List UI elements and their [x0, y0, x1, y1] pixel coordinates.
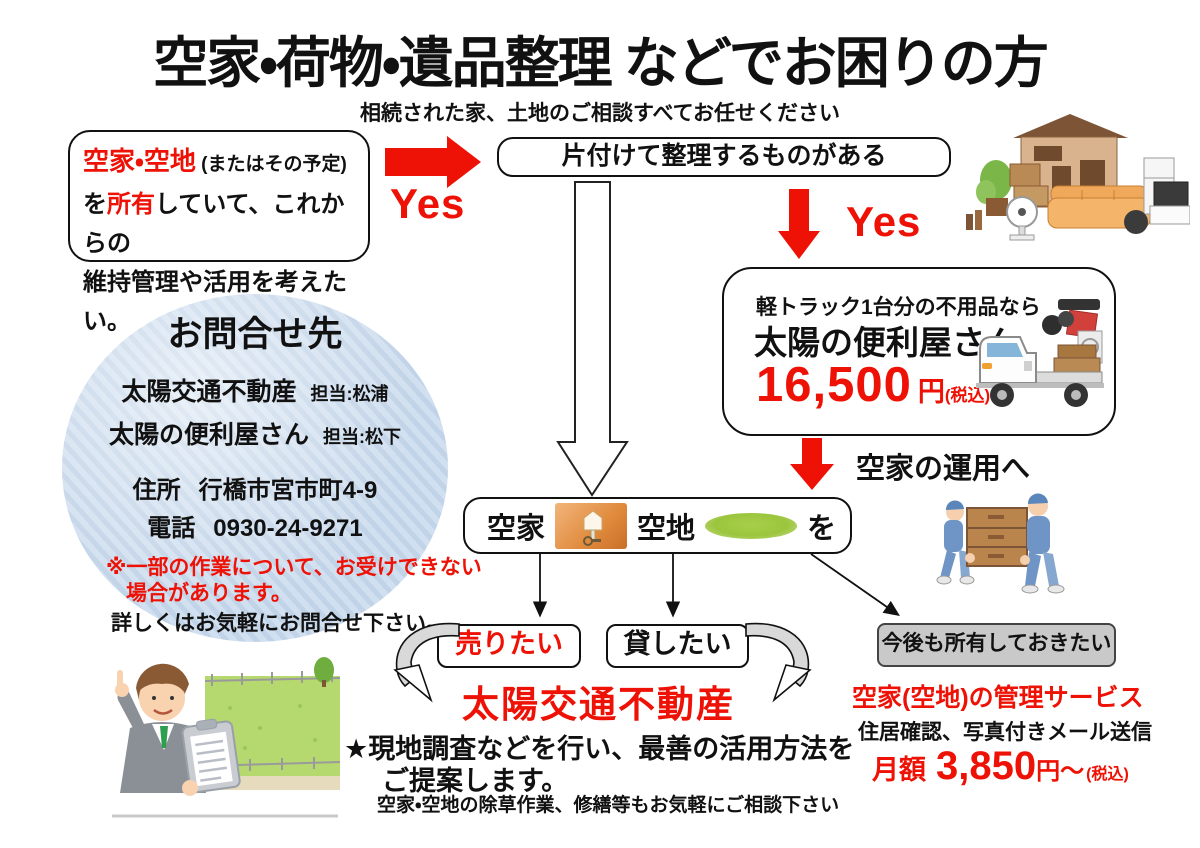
- kanri-price-label: 月額: [872, 755, 926, 785]
- page-title: 空家・荷物・遺品整理 などでお困りの方: [153, 32, 1049, 94]
- contact-address-label: 住所: [132, 477, 181, 504]
- kanri-title: 空家(空地)の管理サービス: [852, 684, 1144, 712]
- contact-company1-row: 太陽交通不動産 担当:松浦: [62, 372, 448, 408]
- akiya-label: 空家: [487, 512, 546, 545]
- vacant-lot-photo: [705, 512, 798, 539]
- contact-company1: 太陽交通不動産: [121, 378, 297, 406]
- unyou-label: 空家の運用へ: [856, 453, 1031, 485]
- contact-rep1: 担当:松浦: [310, 384, 389, 404]
- benriya-name: 太陽の便利屋さん: [754, 324, 1018, 361]
- kanri-price-unit: 円～: [1036, 758, 1085, 785]
- contact-address-value: 行橋市宮市町4-9: [198, 477, 378, 504]
- proposal-line1: ★現地調査などを行い、最善の活用方法を: [344, 734, 855, 764]
- yes-arrow-down-icon: [778, 189, 820, 259]
- contact-address-row: 住所 行橋市宮市町4-9: [62, 470, 448, 505]
- own-box-line2-post: していて、これからの: [83, 191, 345, 257]
- yes-right-label: Yes: [846, 198, 922, 245]
- kanri-price: 月額 3,850 円～ (税込): [872, 744, 1129, 789]
- benriya-price: 16,500 円 (税込): [756, 357, 990, 413]
- own-box-line2: を所有していて、これからの: [83, 185, 368, 263]
- tidy-box: 片付けて整理するものがある: [497, 137, 951, 177]
- akiya-particle: を: [807, 512, 837, 545]
- curved-arrow-right-icon: [745, 622, 812, 703]
- own-box-line2-pre: を: [83, 191, 107, 218]
- contact-note3: 詳しくはお気軽にお問合せ下さい。: [111, 612, 447, 635]
- contact-rep2: 担当:松下: [323, 427, 401, 447]
- akiya-akichi-box: 空家 空地 を: [463, 497, 852, 554]
- contact-company2: 太陽の便利屋さん: [108, 421, 309, 449]
- proposal-line2: ご提案します。: [382, 766, 569, 796]
- kei-truck-icon: [976, 299, 1104, 407]
- contact-tel-value: 0930-24-9271: [213, 515, 363, 542]
- page-subtitle: 相続された家、土地のご相談すべてお任せください: [359, 102, 841, 125]
- kanri-price-value: 3,850: [936, 744, 1037, 788]
- junk-room-illustration: [966, 114, 1190, 241]
- movers-icon: [936, 493, 1065, 594]
- contact-tel-row: 電話 0930-24-9271: [62, 508, 448, 543]
- sell-box: 売りたい: [437, 624, 581, 668]
- fudousan-name: 太陽交通不動産: [462, 684, 735, 725]
- house-key-photo: [555, 502, 628, 549]
- flow-down-arrow-icon: [556, 181, 629, 497]
- benriya-price-unit: 円: [917, 377, 945, 407]
- contact-circle: お問合せ先 太陽交通不動産 担当:松浦 太陽の便利屋さん 担当:松下 住所 行橋…: [62, 294, 482, 642]
- lend-box: 貸したい: [606, 624, 749, 668]
- contact-title: お問合せ先: [167, 315, 343, 354]
- own-box-line1: 空家・空地 (またはその予定): [83, 142, 368, 185]
- keep-box: 今後も所有しておきたい: [877, 623, 1116, 667]
- benriya-price-tax: (税込): [944, 386, 991, 405]
- own-box-line2-red: 所有: [107, 191, 155, 218]
- kanri-desc: 住居確認、写真付きメール送信: [858, 721, 1152, 744]
- proposal-line3: 空家・空地の除草作業、修繕等もお気軽にご相談下さい: [377, 795, 840, 816]
- own-box-line1-red: 空家・空地: [83, 146, 196, 176]
- contact-note1: ※一部の作業について、お受けできない: [106, 556, 482, 579]
- connector-arrows: [532, 553, 900, 618]
- red-down-arrow-icon: [790, 438, 834, 490]
- contact-tel-label: 電話: [147, 515, 196, 542]
- kanri-price-tax: (税込): [1086, 766, 1129, 783]
- curved-arrow-left-icon: [393, 622, 460, 703]
- businessman-illustration: [112, 657, 341, 818]
- benriya-price-value: 16,500: [756, 358, 912, 412]
- own-box-line1-note: (またはその予定): [195, 154, 347, 175]
- own-condition-box: 空家・空地 (またはその予定) を所有していて、これからの 維持管理や活用を考え…: [68, 130, 370, 335]
- benriya-caption: 軽トラック1台分の不用品なら: [756, 296, 1041, 319]
- contact-company2-row: 太陽の便利屋さん 担当:松下: [62, 415, 448, 451]
- benriya-box: 軽トラック1台分の不用品なら 太陽の便利屋さん 16,500 円 (税込): [722, 267, 1116, 436]
- own-box-line3: 維持管理や活用を考えたい。: [83, 269, 347, 335]
- contact-note2: 場合があります。: [126, 582, 292, 605]
- yes-arrow-right-icon: [385, 136, 481, 188]
- akichi-label: 空地: [637, 512, 696, 545]
- yes-left-label: Yes: [390, 180, 466, 227]
